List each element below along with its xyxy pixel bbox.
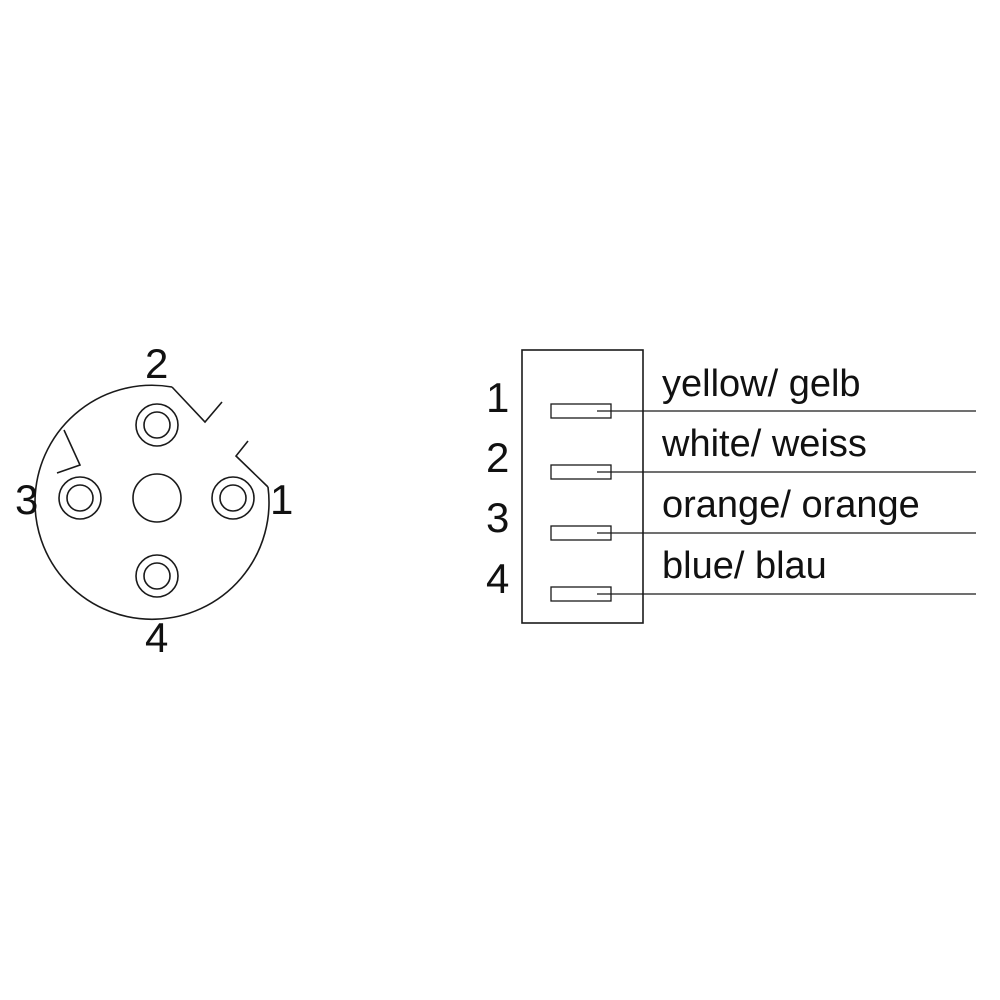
coding-key-top: [171, 386, 223, 424]
face-label-4: 4: [145, 614, 168, 661]
face-label-2: 2: [145, 340, 168, 387]
pin-number-label: 3: [486, 494, 509, 541]
coding-key-left: [56, 429, 82, 474]
pin-number-label: 1: [486, 374, 509, 421]
wiring-schematic: 1 yellow/ gelb 2 white/ weiss 3 orange/ …: [486, 349, 976, 624]
pin-number-label: 2: [486, 434, 509, 481]
face-label-1: 1: [270, 476, 293, 523]
wire-row-3: 3 orange/ orange: [486, 484, 976, 541]
contact-pin-4: [135, 554, 179, 598]
connector-face: 2 1 3 4: [15, 340, 293, 661]
connector-housing-outline: [34, 384, 270, 621]
wire-color-label: white/ weiss: [661, 423, 867, 465]
contact-pin-3: [58, 476, 102, 520]
wire-row-4: 4 blue/ blau: [486, 545, 976, 602]
coding-key-right: [234, 440, 269, 488]
wire-color-label: yellow/ gelb: [662, 363, 861, 405]
wire-color-label: blue/ blau: [662, 545, 827, 587]
wire-color-label: orange/ orange: [662, 484, 920, 526]
contact-pin-2: [135, 403, 179, 447]
wire-row-1: 1 yellow/ gelb: [486, 363, 976, 421]
wire-row-2: 2 white/ weiss: [486, 423, 976, 481]
contact-pin-1: [211, 476, 255, 520]
pin-number-label: 4: [486, 555, 509, 602]
center-hole: [132, 473, 182, 523]
connector-body: [521, 349, 644, 624]
face-label-3: 3: [15, 476, 38, 523]
